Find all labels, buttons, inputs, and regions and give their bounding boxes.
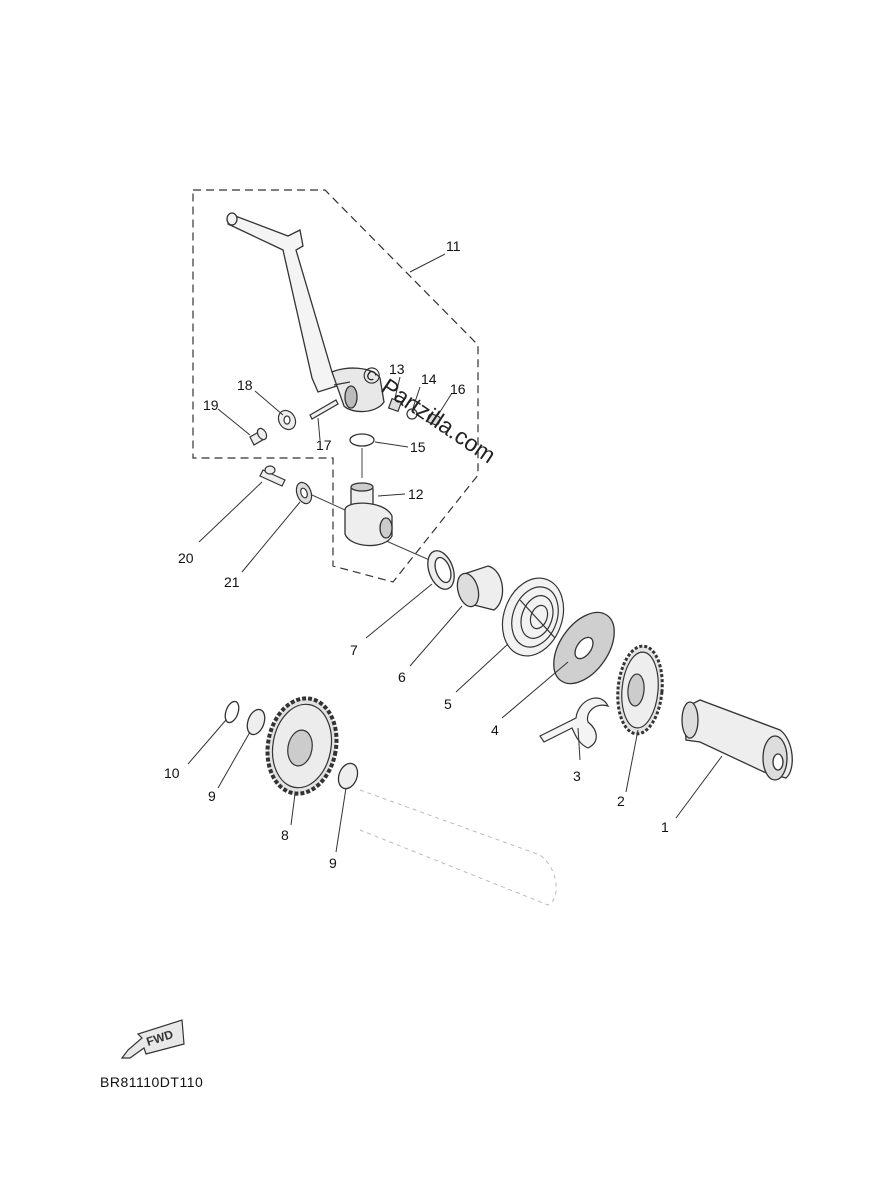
callout-9-lower: 9 [329, 855, 337, 871]
callout-16: 16 [450, 381, 466, 397]
fwd-arrow-icon: FWD [120, 1019, 185, 1059]
callout-4: 4 [491, 722, 499, 738]
callout-9-upper: 9 [208, 788, 216, 804]
collar-6 [456, 565, 504, 611]
idle-gear-8 [265, 696, 339, 796]
kick-shaft-1 [681, 699, 793, 781]
callout-7: 7 [350, 642, 358, 658]
callout-1: 1 [661, 819, 669, 835]
kick-gear-2 [616, 644, 664, 736]
circlip-15 [349, 433, 375, 447]
washer-4 [553, 611, 615, 685]
leader-lines [187, 253, 723, 853]
small-fasteners [387, 397, 441, 426]
callout-19: 19 [203, 397, 219, 413]
bolt-20-washer-21 [259, 465, 313, 505]
callout-17: 17 [316, 437, 332, 453]
washer-9-lower [337, 762, 359, 790]
assembly-boundary-dashed [192, 189, 479, 583]
callout-18: 18 [237, 377, 253, 393]
circlip-10 [224, 700, 240, 724]
kick-boss-12 [344, 482, 393, 547]
alignment-lines [311, 448, 435, 563]
callout-3: 3 [573, 768, 581, 784]
spring-5 [501, 577, 565, 657]
callout-8: 8 [281, 827, 289, 843]
spring-clip-3 [539, 697, 610, 749]
callout-5: 5 [444, 696, 452, 712]
callout-14: 14 [421, 371, 437, 387]
callout-20: 20 [178, 550, 194, 566]
callout-12: 12 [408, 486, 424, 502]
seal-7 [427, 550, 455, 590]
callout-10: 10 [164, 765, 180, 781]
callout-13: 13 [389, 361, 405, 377]
callout-2: 2 [617, 793, 625, 809]
drawing-code: BR81110DT110 [100, 1074, 204, 1090]
callout-15: 15 [410, 439, 426, 455]
faint-shaft-outline [359, 789, 557, 906]
kick-lever-part [226, 212, 385, 413]
washer-9-upper [246, 708, 266, 736]
callout-21: 21 [224, 574, 240, 590]
callout-11: 11 [446, 238, 461, 254]
callout-6: 6 [398, 669, 406, 685]
